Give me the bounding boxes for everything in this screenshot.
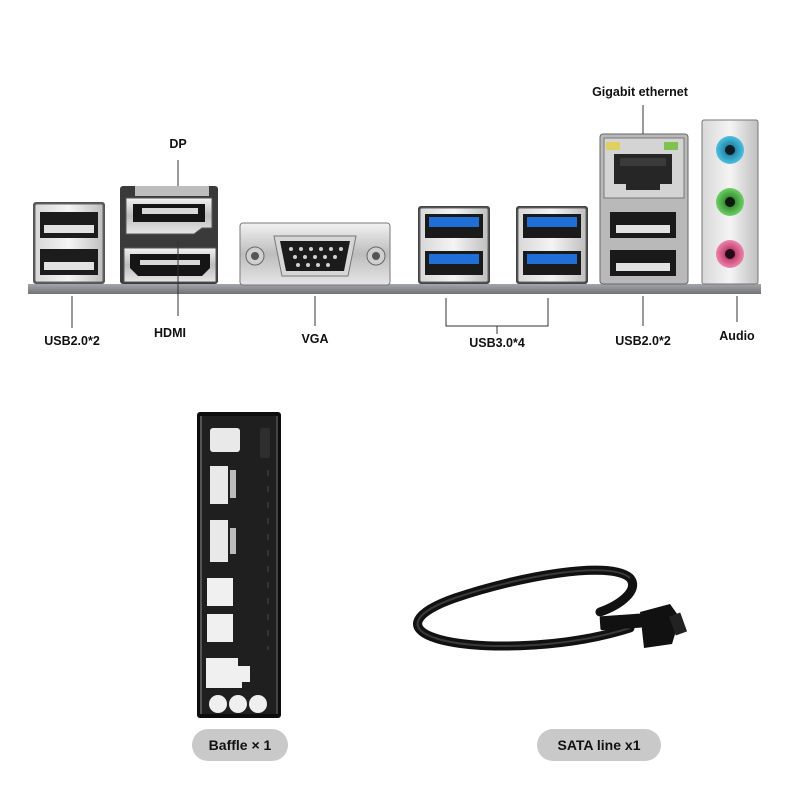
label-dp: DP [169,137,186,151]
leader-lines [71,105,738,334]
io-base-plate [28,284,761,294]
label-hdmi: HDMI [154,326,186,340]
baffle-caption: Baffle × 1 [192,729,288,761]
label-vga: VGA [301,332,328,346]
label-gigabit-ethernet: Gigabit ethernet [592,85,689,99]
dp-hdmi-port-stack [120,186,218,284]
lan-usb20-port-stack [599,133,689,285]
label-audio: Audio [719,329,755,343]
io-panel: USB2.0*2 DP HDMI VGA USB3.0*4 Gigabit et… [28,85,761,350]
io-shield-baffle [197,412,281,718]
label-usb20-right: USB2.0*2 [615,334,671,348]
baffle-caption-text: Baffle × 1 [209,737,272,753]
sata-caption-text: SATA line x1 [558,737,641,753]
label-usb20-left: USB2.0*2 [44,334,100,348]
audio-jack-stack [701,119,759,285]
label-usb30: USB3.0*4 [469,336,525,350]
vga-port [239,222,391,286]
sata-caption: SATA line x1 [537,729,661,761]
usb30-port-stack-a [418,206,490,284]
usb20-left-port-stack [33,202,105,284]
usb30-port-stack-b [516,206,588,284]
sata-cable [413,565,688,651]
